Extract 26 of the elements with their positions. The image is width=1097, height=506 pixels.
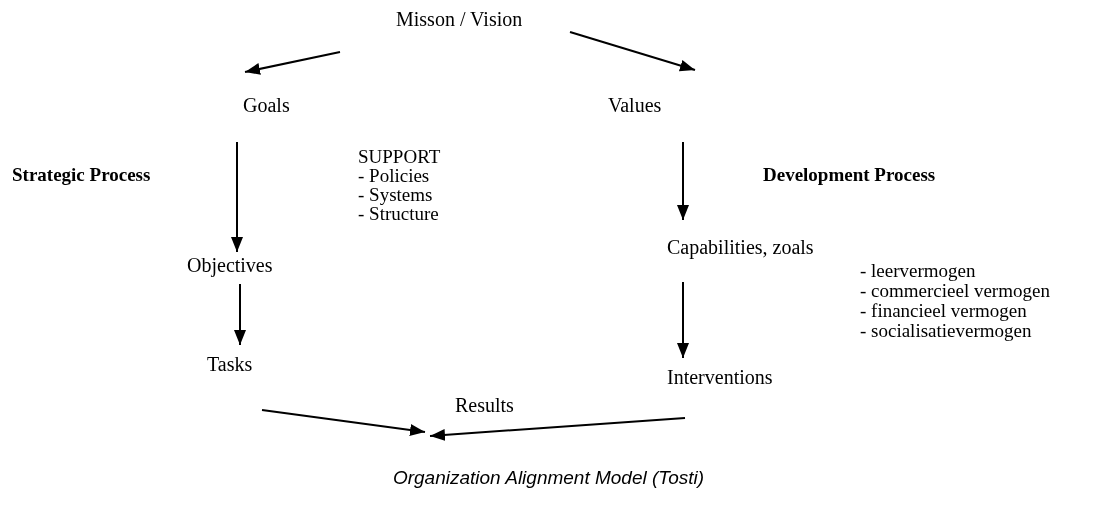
section-heading: Strategic Process: [12, 164, 151, 186]
list-item: - commercieel vermogen: [860, 280, 1050, 302]
arrow: [244, 51, 341, 75]
arrow: [677, 281, 689, 359]
caption: Organization Alignment Model (Tosti): [391, 467, 706, 489]
arrow: [569, 31, 696, 72]
node-label: Tasks: [207, 353, 253, 375]
node-label: Misson / Vision: [396, 8, 523, 30]
arrow: [261, 409, 426, 436]
list-item: - leervermogen: [860, 260, 976, 282]
node-label: Results: [455, 394, 514, 416]
arrow: [231, 141, 243, 253]
section-heading: Development Process: [763, 164, 936, 186]
node-label: Interventions: [667, 366, 773, 388]
arrow: [677, 141, 689, 221]
list-item: - financieel vermogen: [860, 300, 1027, 322]
list-item: - Policies: [358, 165, 430, 187]
list-item: SUPPORT: [358, 146, 441, 168]
node-label: Capabilities, zoals: [667, 236, 814, 258]
arrow: [234, 283, 246, 346]
list-item: - Systems: [358, 184, 433, 206]
node-label: Goals: [243, 94, 290, 116]
node-label: Objectives: [187, 254, 273, 276]
arrow: [429, 417, 686, 441]
node-label: Values: [608, 94, 662, 116]
list-item: - socialisatievermogen: [860, 320, 1032, 342]
